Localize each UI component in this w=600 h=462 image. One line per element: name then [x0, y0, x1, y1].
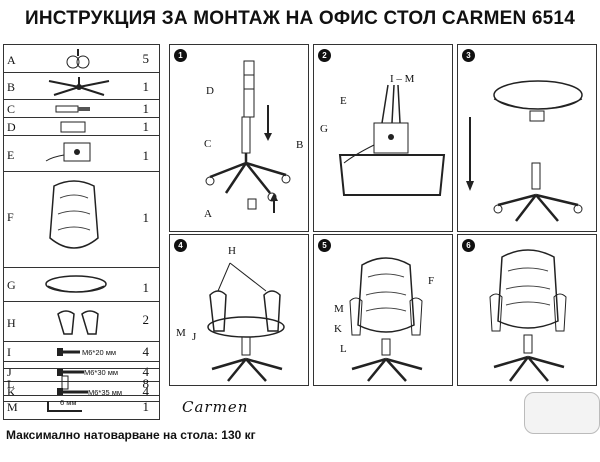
cover-icon: [60, 121, 86, 133]
part-row-j: J M6*30 мм 4: [4, 362, 159, 382]
step-number: 6: [462, 239, 475, 252]
part-letter: K: [7, 385, 16, 399]
part-qty: 1: [142, 210, 150, 225]
step-2-panel: 2 I – M E G: [313, 44, 453, 232]
part-letter: F: [7, 210, 14, 224]
part-size-label: M6*20 мм: [82, 348, 117, 357]
parts-list: A 5 B 1 C 1 D 1 E 1: [3, 44, 160, 420]
callout-a: A: [204, 208, 212, 220]
blank-label-box: [524, 392, 600, 434]
part-letter: M: [7, 400, 18, 414]
part-letter: E: [7, 148, 15, 162]
part-size-label: M6*30 мм: [84, 368, 119, 377]
callout-j: J: [192, 331, 197, 343]
step-number: 5: [318, 239, 331, 252]
mechanism-icon: [45, 142, 91, 162]
part-row-l: L 8: [4, 368, 159, 396]
step-4-panel: 4 H M J: [169, 234, 309, 386]
parts-list-tail: L 8 M 6 мм 1: [3, 368, 160, 420]
part-row-f: F 1: [4, 172, 159, 268]
part-row-b: B 1: [4, 73, 159, 100]
part-size-label: M6*35 мм: [88, 388, 123, 397]
callout-f: F: [428, 275, 435, 287]
part-letter: B: [7, 80, 16, 94]
step-5-panel: 5 F M K L: [313, 234, 453, 386]
brand-logo-text: Carmen: [182, 398, 249, 416]
step-4-illustration: [207, 262, 285, 382]
step-1-illustration: [205, 60, 291, 213]
callout-d: D: [206, 85, 214, 97]
part-qty: 4: [142, 344, 150, 359]
hex-key-icon: [47, 401, 82, 412]
part-row-m: M 6 мм 1: [4, 396, 159, 418]
part-qty: 8: [142, 376, 150, 391]
part-letter: J: [7, 365, 12, 379]
callout-h: H: [228, 245, 236, 257]
part-row-k: K M6*35 мм 4: [4, 382, 159, 402]
part-row-a: A 5: [4, 45, 159, 73]
step-6-panel: 6: [457, 234, 597, 386]
bolt-icon: [57, 388, 88, 396]
part-letter: L: [7, 377, 15, 391]
base-icon: [48, 77, 110, 96]
max-load-note: Максимално натоварване на стола: 130 кг: [6, 428, 256, 442]
part-row-h: H 2: [4, 302, 159, 342]
callout-m: M: [176, 327, 186, 339]
part-qty: 5: [142, 51, 150, 66]
step-number: 3: [462, 49, 475, 62]
part-row-c: C 1: [4, 100, 159, 118]
part-qty: 2: [142, 312, 150, 327]
part-qty: 4: [142, 364, 150, 379]
callout-c: C: [204, 138, 212, 150]
step-1-panel: 1 D C B A: [169, 44, 309, 232]
part-row-i: I M6*20 мм 4: [4, 342, 159, 362]
callout-i-m: I – M: [390, 73, 415, 85]
part-letter: H: [7, 316, 16, 330]
callout-e: E: [340, 95, 347, 107]
step-5-illustration: [349, 257, 423, 382]
part-qty: 1: [142, 399, 150, 414]
step-3-illustration: [466, 80, 583, 222]
callout-m: M: [334, 303, 344, 315]
part-qty: 1: [142, 101, 150, 116]
step-6-illustration: [489, 249, 567, 382]
part-letter: A: [7, 53, 16, 67]
armrest-icon: [57, 310, 99, 335]
callout-k: K: [334, 323, 342, 335]
step-number: 1: [174, 49, 187, 62]
part-row-d: D 1: [4, 118, 159, 136]
step-number: 4: [174, 239, 187, 252]
callout-l: L: [340, 343, 347, 355]
part-qty: 1: [142, 119, 150, 134]
part-qty: 4: [142, 384, 150, 399]
part-qty: 1: [142, 280, 150, 295]
page-title: ИНСТРУКЦИЯ ЗА МОНТАЖ НА ОФИС СТОЛ CARMEN…: [25, 8, 575, 29]
step-3-panel: 3: [457, 44, 597, 232]
part-letter: I: [7, 345, 11, 359]
washer-icon: [61, 375, 69, 390]
bolt-icon: [57, 368, 84, 376]
part-letter: D: [7, 120, 16, 134]
part-letter: G: [7, 278, 16, 292]
callout-b: B: [296, 139, 304, 151]
bolt-icon: [57, 348, 80, 356]
part-qty: 1: [142, 148, 150, 163]
part-letter: C: [7, 102, 16, 116]
caster-icon: [66, 49, 90, 69]
step-2-illustration: [338, 84, 446, 196]
part-size-label: 6 мм: [60, 398, 77, 407]
seat-icon: [45, 275, 107, 293]
gas-lift-icon: [55, 105, 90, 113]
callout-g: G: [320, 123, 328, 135]
part-qty: 1: [142, 79, 150, 94]
part-row-g: G 1: [4, 268, 159, 302]
backrest-icon: [49, 180, 99, 249]
part-row-e: E 1: [4, 136, 159, 172]
step-number: 2: [318, 49, 331, 62]
